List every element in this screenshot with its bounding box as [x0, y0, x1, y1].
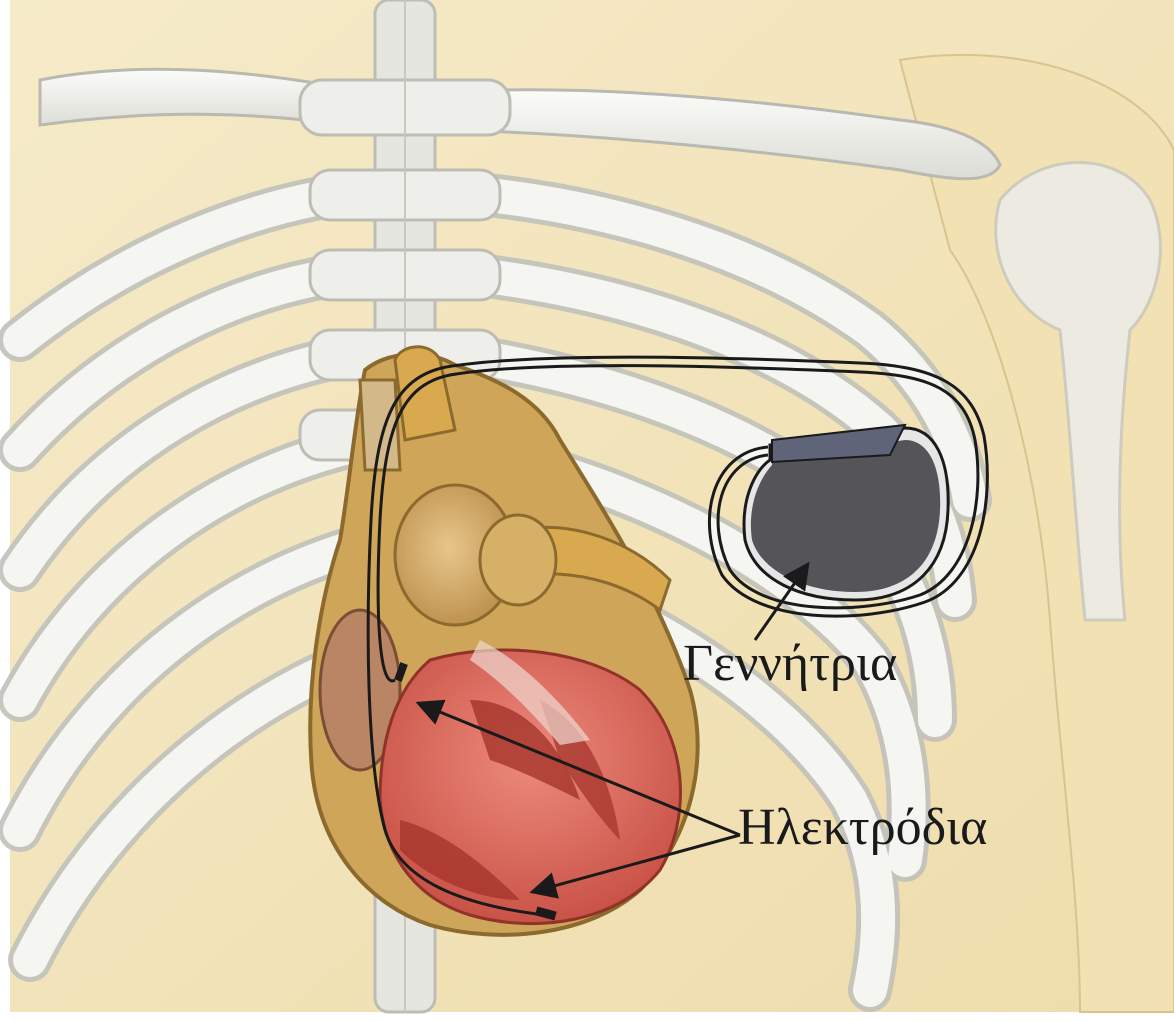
generator-label: Γεννήτρια	[683, 638, 897, 690]
electrodes-label: Ηλεκτρόδια	[738, 802, 987, 854]
bottom-margin	[0, 1012, 1174, 1022]
pacemaker-generator-icon	[744, 425, 948, 600]
left-margin	[0, 0, 10, 1022]
